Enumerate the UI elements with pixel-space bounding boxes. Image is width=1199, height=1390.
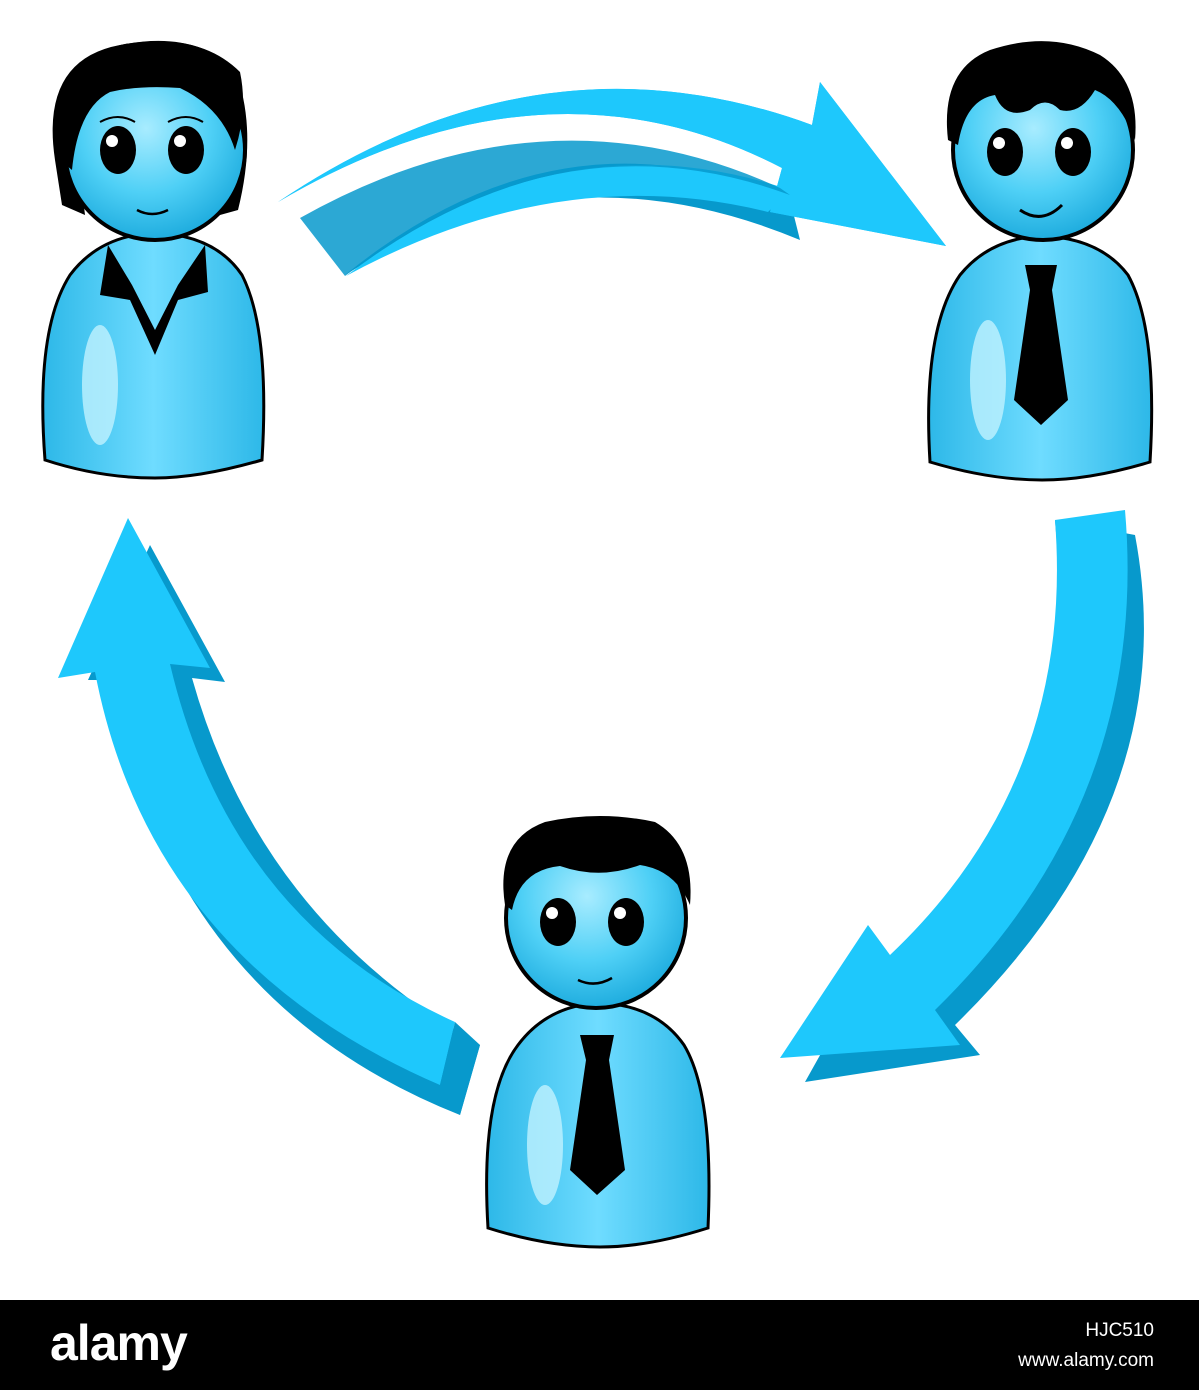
arrow-right-man-to-bottom-man xyxy=(780,510,1144,1082)
arrow-woman-to-right-man xyxy=(278,82,946,276)
man-bottom-hair xyxy=(503,816,691,910)
site-url-label: www.alamy.com xyxy=(1018,1350,1154,1371)
man-right-tie xyxy=(1014,265,1068,425)
man-bottom-tie xyxy=(570,1035,625,1195)
cycle-diagram xyxy=(41,40,1154,1249)
arrow-bottom-man-to-woman xyxy=(58,518,480,1115)
watermark-bar: alamy HJC510 www.alamy.com xyxy=(0,1300,1199,1390)
man-right-hair xyxy=(946,41,1136,145)
woman-figure xyxy=(41,40,266,480)
woman-body xyxy=(41,231,266,480)
man-right-figure xyxy=(927,41,1154,482)
image-id-label: HJC510 xyxy=(1085,1320,1154,1341)
woman-collar xyxy=(100,245,208,355)
alamy-logo: alamy xyxy=(50,1315,188,1371)
man-bottom-figure xyxy=(485,816,711,1249)
